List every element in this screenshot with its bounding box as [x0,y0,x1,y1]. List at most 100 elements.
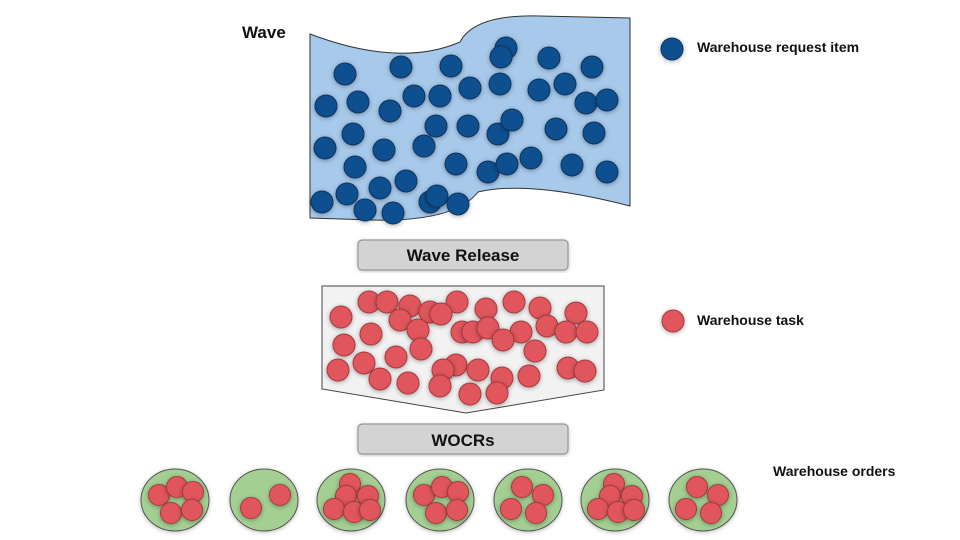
request-item [580,55,604,79]
order-task [323,498,345,520]
request-item [389,55,413,79]
warehouse-task [388,308,412,332]
request-item [595,88,619,112]
order-task [500,498,522,520]
request-item [439,54,463,78]
warehouse-task [428,374,452,398]
warehouse-task [458,382,482,406]
order-task [160,502,182,524]
warehouse-task [466,358,490,382]
order-task [587,498,609,520]
warehouse-task [368,367,392,391]
order-task [181,499,203,521]
request-item [372,138,396,162]
warehouse-task [502,290,526,314]
request-item [560,153,584,177]
request-item [333,62,357,86]
warehouse-task [409,337,433,361]
warehouse-task [332,333,356,357]
request-item [582,121,606,145]
warehouse-task [375,290,399,314]
warehouse-task [359,322,383,346]
request-item [486,122,510,146]
request-item [444,152,468,176]
warehouse-order [316,468,386,532]
request-item [595,160,619,184]
request-item [310,190,334,214]
warehouse-orders-label: Warehouse orders [773,463,896,479]
order-task [525,502,547,524]
order-task [700,502,722,524]
warehouse-task [517,364,541,388]
legend-request-item-icon [660,37,684,61]
warehouse-task [329,305,353,329]
warehouse-order [229,468,299,532]
request-item [500,108,524,132]
request-item [335,182,359,206]
request-item [394,169,418,193]
request-item [353,198,377,222]
request-item [425,184,449,208]
wave-release-bar [357,239,569,271]
warehouse-order [580,468,650,532]
request-item [428,84,452,108]
request-item [456,114,480,138]
request-item [412,134,436,158]
warehouse-task [352,351,376,375]
order-task [425,502,447,524]
legend-task-icon [661,309,685,333]
order-task [359,499,381,521]
request-item [553,72,577,96]
warehouse-task [396,371,420,395]
order-task [511,476,533,498]
warehouse-task [326,358,350,382]
request-item [346,90,370,114]
warehouse-task [445,290,469,314]
wocrs-label: WOCRs [431,431,494,450]
wave-release-label: Wave Release [407,246,520,265]
wave-request-items [310,36,619,225]
warehouse-task [429,302,453,326]
warehouse-task [485,381,509,405]
warehouse-task [554,320,578,344]
request-item [314,94,338,118]
order-task [623,499,645,521]
request-item [537,46,561,70]
warehouse-task [573,359,597,383]
request-item [489,45,513,69]
request-item [527,78,551,102]
warehouse-task [523,339,547,363]
legend-request-item-label: Warehouse request item [697,39,859,55]
request-item [378,99,402,123]
request-item [424,114,448,138]
warehouse-task [384,345,408,369]
warehouse-task [575,320,599,344]
request-item [495,152,519,176]
warehouse-order [668,468,738,532]
warehouse-order [405,468,475,532]
request-item [488,72,512,96]
warehouse-task [406,318,430,342]
warehouse-task [491,328,515,352]
warehouse-task [564,301,588,325]
order-task [269,484,291,506]
warehouse-order [493,468,563,532]
request-item [402,84,426,108]
order-task [446,499,468,521]
request-item [519,146,543,170]
order-task [686,476,708,498]
request-item [574,91,598,115]
warehouse-order [140,468,210,532]
wave-label: Wave [242,23,286,42]
request-item [341,122,365,146]
request-item [458,76,482,100]
request-item [313,136,337,160]
request-item [544,117,568,141]
request-item [343,155,367,179]
legend-task-label: Warehouse task [697,312,804,328]
wocrs-bar [357,423,569,455]
order-task [675,498,697,520]
order-task [240,497,262,519]
request-item [446,192,470,216]
